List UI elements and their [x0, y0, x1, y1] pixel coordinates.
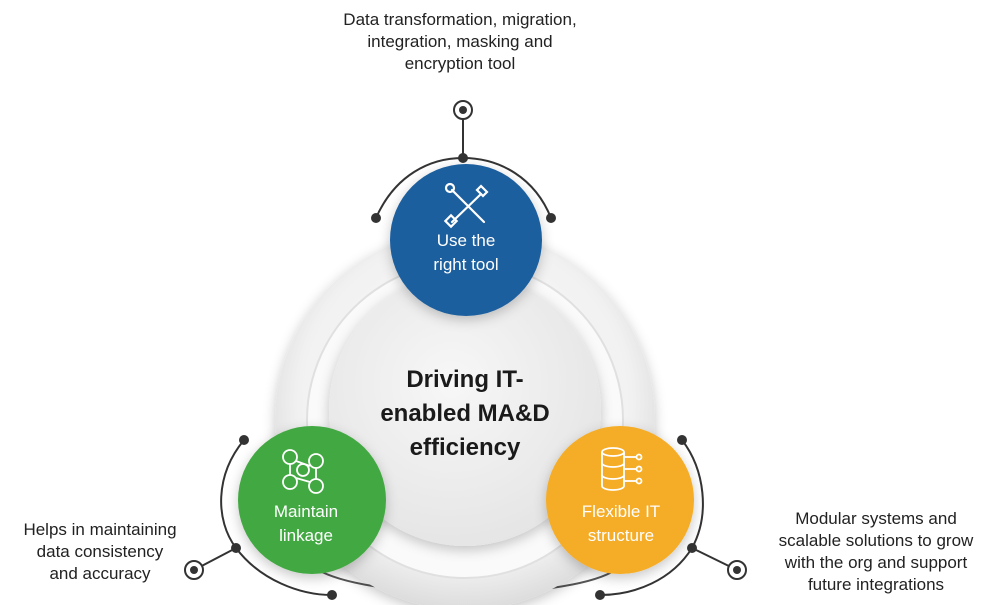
right-endpoint-inner	[733, 566, 741, 574]
caption-linkage: Helps in maintaining data consistency an…	[23, 520, 177, 583]
node-linkage-label: Maintain linkage	[273, 502, 339, 545]
caption-tool: Data transformation, migration, integrat…	[343, 10, 577, 73]
node-tool-circle	[390, 164, 542, 316]
left-endpoint-inner	[190, 566, 198, 574]
node-flexible-label: Flexible IT structure	[581, 502, 661, 545]
tools-icon	[443, 182, 489, 229]
node-flexible-circle	[546, 426, 694, 574]
center-title: Driving IT- enabled MA&D efficiency	[380, 366, 550, 461]
left-arc-dot-top	[239, 435, 249, 445]
caption-flexible: Modular systems and scalable solutions t…	[778, 509, 974, 594]
right-arc-dot-top	[677, 435, 687, 445]
top-arc-dot-left	[371, 213, 381, 223]
top-arc-dot-right	[546, 213, 556, 223]
database-icon	[601, 447, 643, 491]
top-endpoint-inner	[459, 106, 467, 114]
right-arc-dot-bottom	[595, 590, 605, 600]
node-linkage-circle	[238, 426, 386, 574]
center-circle	[329, 274, 601, 546]
node-tool-label: Use the right tool	[433, 231, 499, 274]
top-arc-dot-center	[458, 153, 468, 163]
left-arc-dot-bottom	[327, 590, 337, 600]
network-people-icon	[282, 449, 324, 494]
